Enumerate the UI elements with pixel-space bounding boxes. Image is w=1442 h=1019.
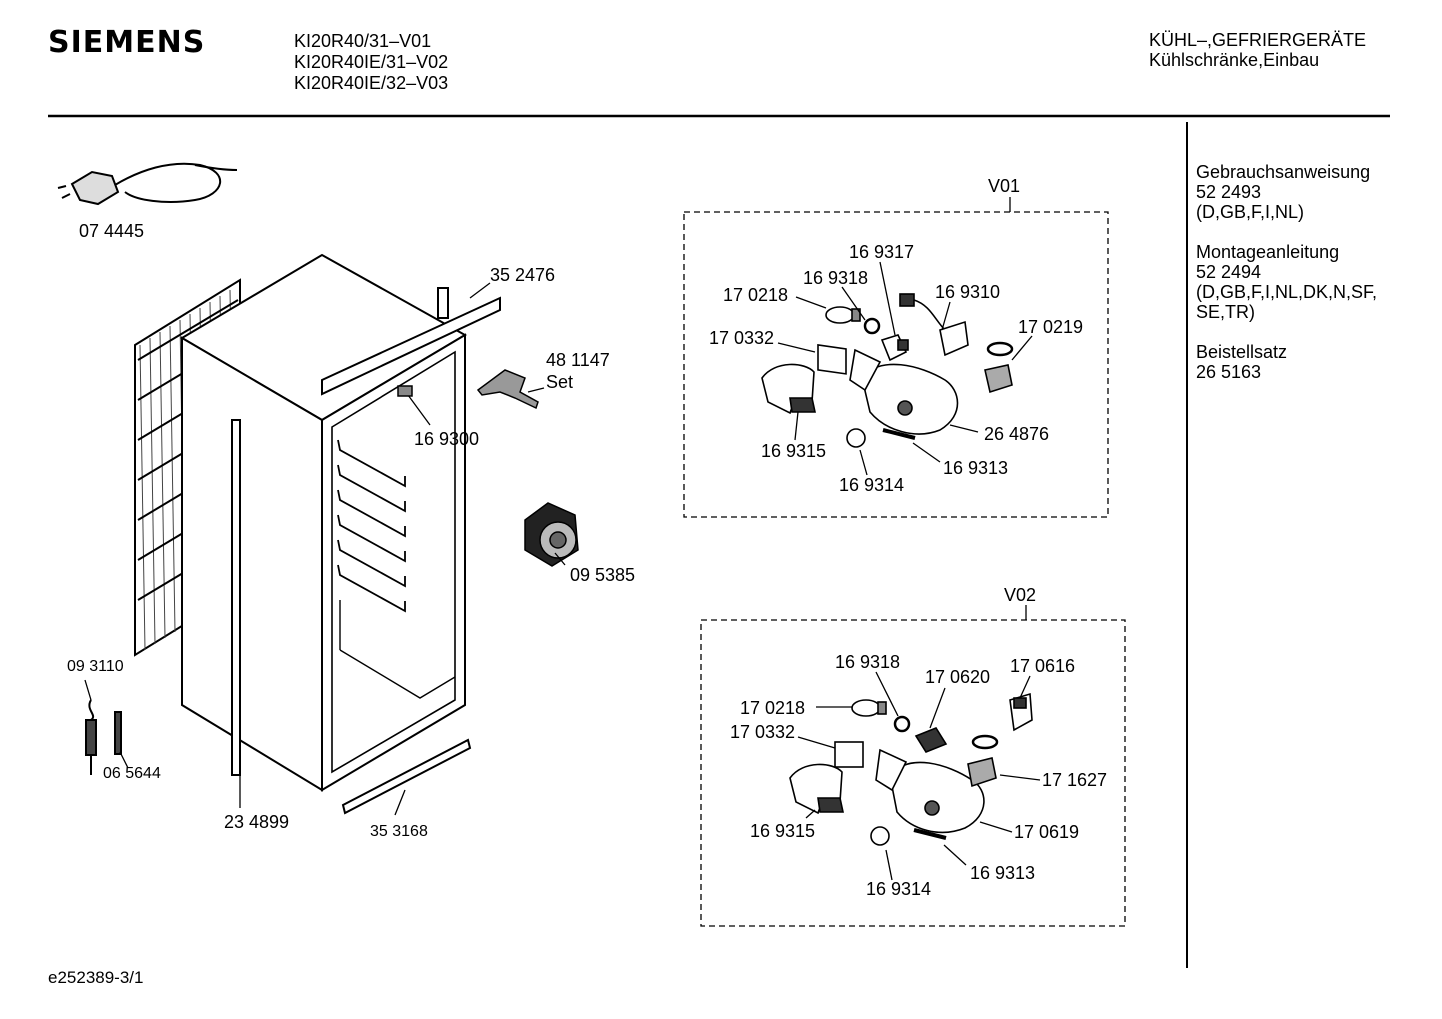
v01-part-label-169314: 16 9314 [839,475,905,495]
v02-part-label-170332: 17 0332 [730,722,796,742]
model-line-3: KI20R40IE/32–V03 [294,73,449,93]
installation-number: 52 2494 [1196,262,1262,282]
main-leader-lines [84,282,566,816]
v01-part-label-169318: 16 9318 [803,268,869,288]
top-cover-strip-illustration [321,287,501,396]
document-id: e252389-3/1 [48,968,144,987]
manual-number: 52 2493 [1196,182,1262,202]
fan-housing-illustration [524,502,579,567]
v01-lamp-assembly-illustration [761,293,1014,448]
part-label-095385: 09 5385 [570,565,636,585]
v01-part-label-170332: 17 0332 [709,328,775,348]
v02-part-label-170218: 17 0218 [740,698,806,718]
brand-logo: SIEMENS [48,25,206,60]
v01-part-label-264876: 26 4876 [984,424,1050,444]
v02-part-label-170616: 17 0616 [1010,656,1076,676]
installation-title: Montageanleitung [1196,242,1340,262]
part-label-481147: 48 1147 [546,350,610,370]
category-title: KÜHL–,GEFRIERGERÄTE [1149,30,1367,50]
v02-title: V02 [1004,585,1037,605]
part-label-065644: 06 5644 [103,765,161,782]
part-label-093110: 09 3110 [67,658,124,675]
v02-box [700,619,1126,927]
v01-leader-lines [777,261,1033,476]
sidebar-documents: Gebrauchsanweisung 52 2493 (D,GB,F,I,NL)… [1196,162,1377,382]
v02-part-label-170619: 17 0619 [1014,822,1080,842]
installation-languages-cont: SE,TR) [1196,302,1256,322]
part-label-074445: 07 4445 [79,221,145,241]
part-label-234899: 23 4899 [224,812,290,832]
part-label-352476: 35 2476 [490,265,556,285]
model-line-2: KI20R40IE/31–V02 [294,52,449,72]
category-subtitle: Kühlschränke,Einbau [1149,50,1320,70]
model-line-1: KI20R40/31–V01 [294,31,432,51]
vertical-gasket-illustration [231,419,241,776]
sensor-illustration [85,699,122,775]
power-cord-illustration [57,162,238,206]
v02-part-label-169318: 16 9318 [835,652,901,672]
v01-part-label-169310: 16 9310 [935,282,1001,302]
v01-part-label-170219: 17 0219 [1018,317,1084,337]
v02-part-label-169315: 16 9315 [750,821,816,841]
bracket-illustration [476,369,539,410]
v02-part-label-170620: 17 0620 [925,667,991,687]
v01-title: V01 [988,176,1021,196]
manual-title: Gebrauchsanweisung [1196,162,1371,182]
cabinet-illustration [180,253,468,792]
v01-part-label-169317: 16 9317 [849,242,915,262]
bottom-gasket-illustration [341,738,472,815]
v02-leader-lines [797,671,1041,881]
v01-part-label-170218: 17 0218 [723,285,789,305]
thermostat-illustration [397,385,413,397]
v01-part-label-169313: 16 9313 [943,458,1009,478]
v01-part-label-169315: 16 9315 [761,441,827,461]
part-label-169300: 16 9300 [414,429,480,449]
v02-part-label-169313: 16 9313 [970,863,1036,883]
part-label-353168: 35 3168 [370,823,428,840]
kit-number: 26 5163 [1196,362,1262,382]
manual-languages: (D,GB,F,I,NL) [1196,202,1305,222]
installation-languages: (D,GB,F,I,NL,DK,N,SF, [1196,282,1378,302]
kit-title: Beistellsatz [1196,342,1288,362]
v02-part-label-169314: 16 9314 [866,879,932,899]
part-label-481147-set: Set [546,372,574,392]
v01-box [683,211,1109,518]
v02-part-label-171627: 17 1627 [1042,770,1108,790]
v02-lamp-assembly-illustration [789,692,1033,846]
